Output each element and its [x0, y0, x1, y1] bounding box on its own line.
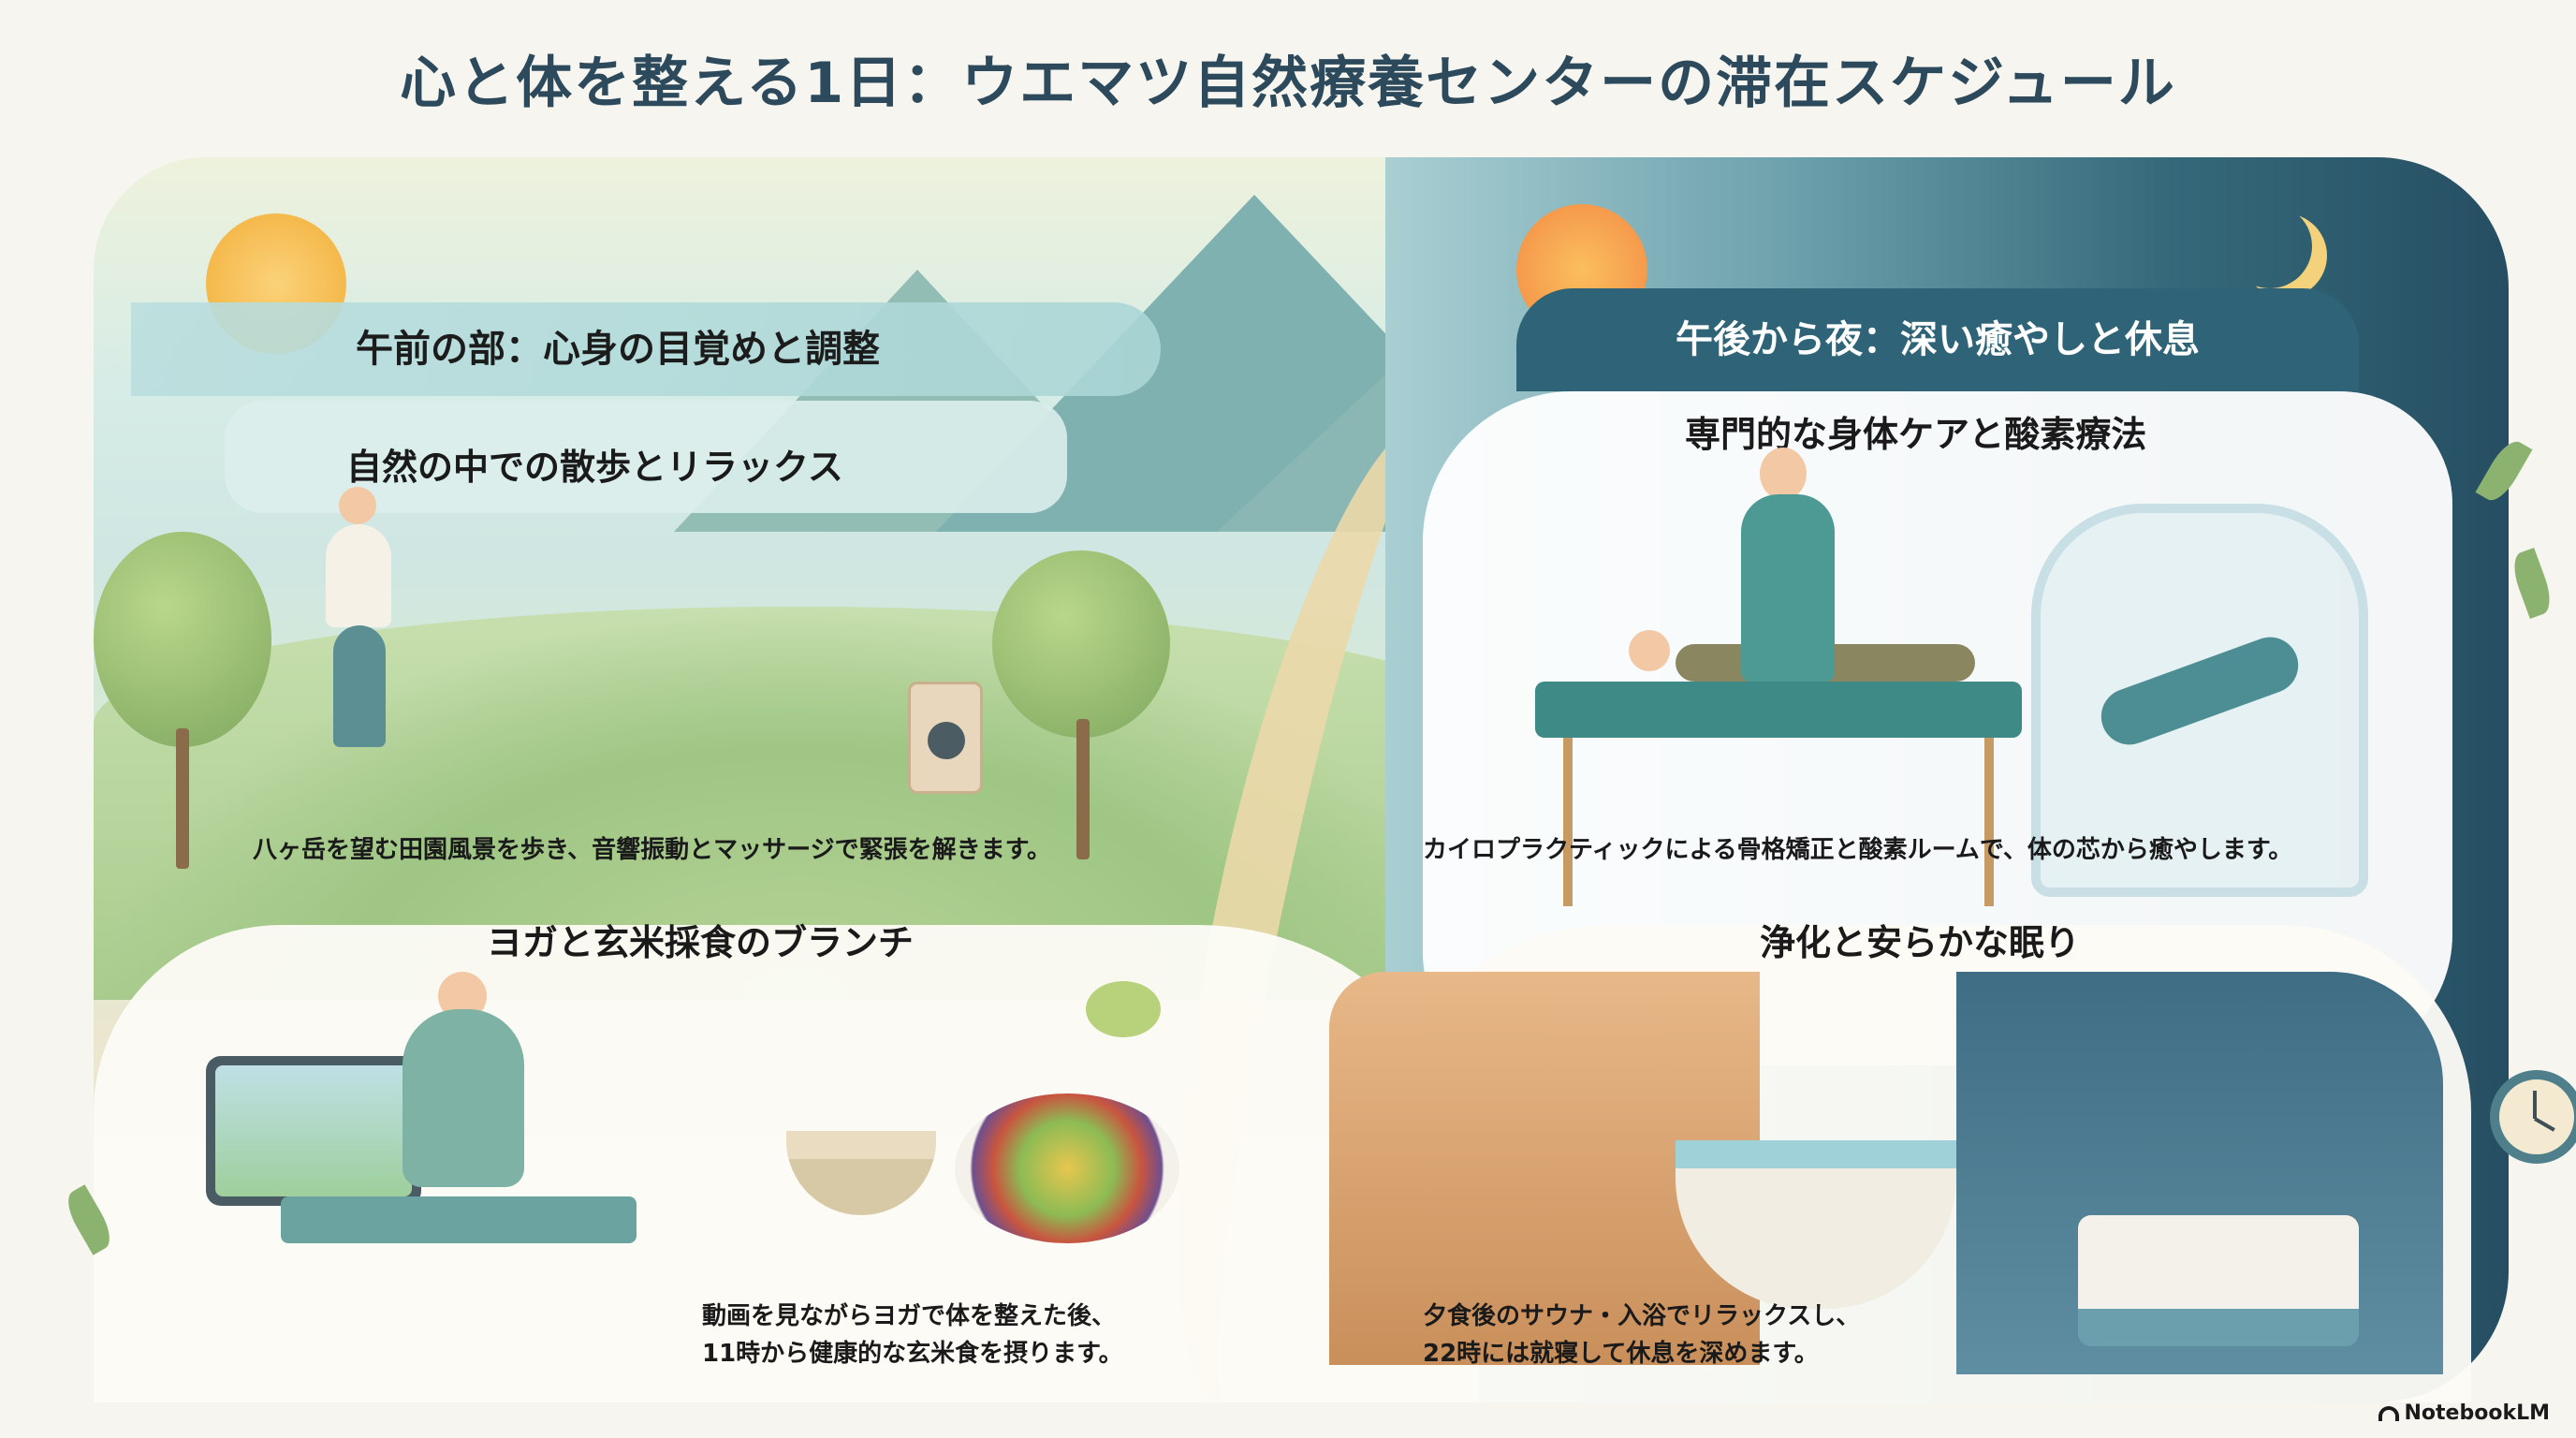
sleep-description: 夕食後のサウナ・入浴でリラックスし、 22時には就寝して休息を深めます。: [1423, 1298, 1860, 1372]
walker-head: [339, 487, 376, 524]
tree-trunk: [176, 728, 189, 869]
brunch-description: 動画を見ながらヨガで体を整えた後、 11時から健康的な玄米食を摂ります。: [702, 1298, 1123, 1372]
tree-trunk: [1076, 719, 1090, 859]
patient-head: [1629, 630, 1670, 671]
table-leg: [1984, 738, 1994, 906]
tablet-video-illustration: [206, 1056, 421, 1206]
walk-description: 八ヶ岳を望む田園風景を歩き、音響振動とマッサージで緊張を解きます。: [253, 836, 1052, 864]
speaker-cone: [928, 722, 965, 759]
notebooklm-logo-icon: [2378, 1405, 2399, 1421]
walking-woman-illustration: [326, 524, 391, 627]
sleep-description-line-1: 夕食後のサウナ・入浴でリラックスし、: [1423, 1302, 1861, 1330]
sleep-heading: 浄化と安らかな眠り: [1760, 922, 2081, 963]
notebooklm-brand: NotebookLM: [2378, 1401, 2550, 1425]
yoga-mat-illustration: [281, 1196, 637, 1243]
leaf-decoration-icon: [2507, 547, 2557, 620]
brown-rice-bowl-illustration: [786, 1131, 936, 1215]
vegetable-plate-illustration: [955, 1093, 1179, 1243]
care-heading: 専門的な身体ケアと酸素療法: [1685, 414, 2147, 455]
care-description: カイロプラクティックによる骨格矯正と酸素ルームで、体の芯から癒やします。: [1423, 836, 2293, 864]
green-tea-cup-illustration: [1086, 981, 1161, 1037]
meditating-woman-illustration: [402, 1009, 524, 1187]
bed-illustration: [2078, 1215, 2359, 1346]
brunch-description-line-1: 動画を見ながらヨガで体を整えた後、: [702, 1302, 1117, 1330]
walker-legs: [333, 625, 386, 747]
morning-section-banner: 午前の部：心身の目覚めと調整: [131, 302, 1161, 396]
clock-icon: [2490, 1070, 2576, 1164]
treatment-table-illustration: [1535, 682, 2022, 738]
evening-section-title: 午後から夜：深い癒やしと休息: [1676, 318, 2200, 361]
evening-section-banner: 午後から夜：深い癒やしと休息: [1516, 288, 2359, 391]
tablet-screen: [215, 1065, 412, 1196]
brand-label: NotebookLM: [2404, 1401, 2550, 1425]
schedule-infographic: 午前の部：心身の目覚めと調整 自然の中での散歩とリラックス 八ヶ岳を望む田園風景…: [60, 157, 2576, 1402]
tree-illustration: [94, 532, 271, 747]
page-title: 心と体を整える1日：ウエマツ自然療養センターの滞在スケジュール: [400, 51, 2176, 116]
chiropractor-head: [1760, 448, 1807, 500]
clock-hour-hand: [2534, 1117, 2555, 1132]
clock-minute-hand: [2533, 1091, 2537, 1119]
brunch-description-line-2: 11時から健康的な玄米食を摂ります。: [702, 1340, 1123, 1368]
walk-heading: 自然の中での散歩とリラックス: [346, 447, 843, 488]
tree-illustration: [992, 550, 1170, 738]
sleep-description-line-2: 22時には就寝して休息を深めます。: [1423, 1340, 1819, 1368]
brunch-heading: ヨガと玄米採食のブランチ: [487, 922, 915, 963]
speaker-icon: [908, 682, 983, 794]
crescent-moon-icon: [2228, 204, 2312, 288]
table-leg: [1563, 738, 1573, 906]
morning-section-title: 午前の部：心身の目覚めと調整: [356, 328, 880, 371]
chiropractor-illustration: [1741, 494, 1835, 682]
